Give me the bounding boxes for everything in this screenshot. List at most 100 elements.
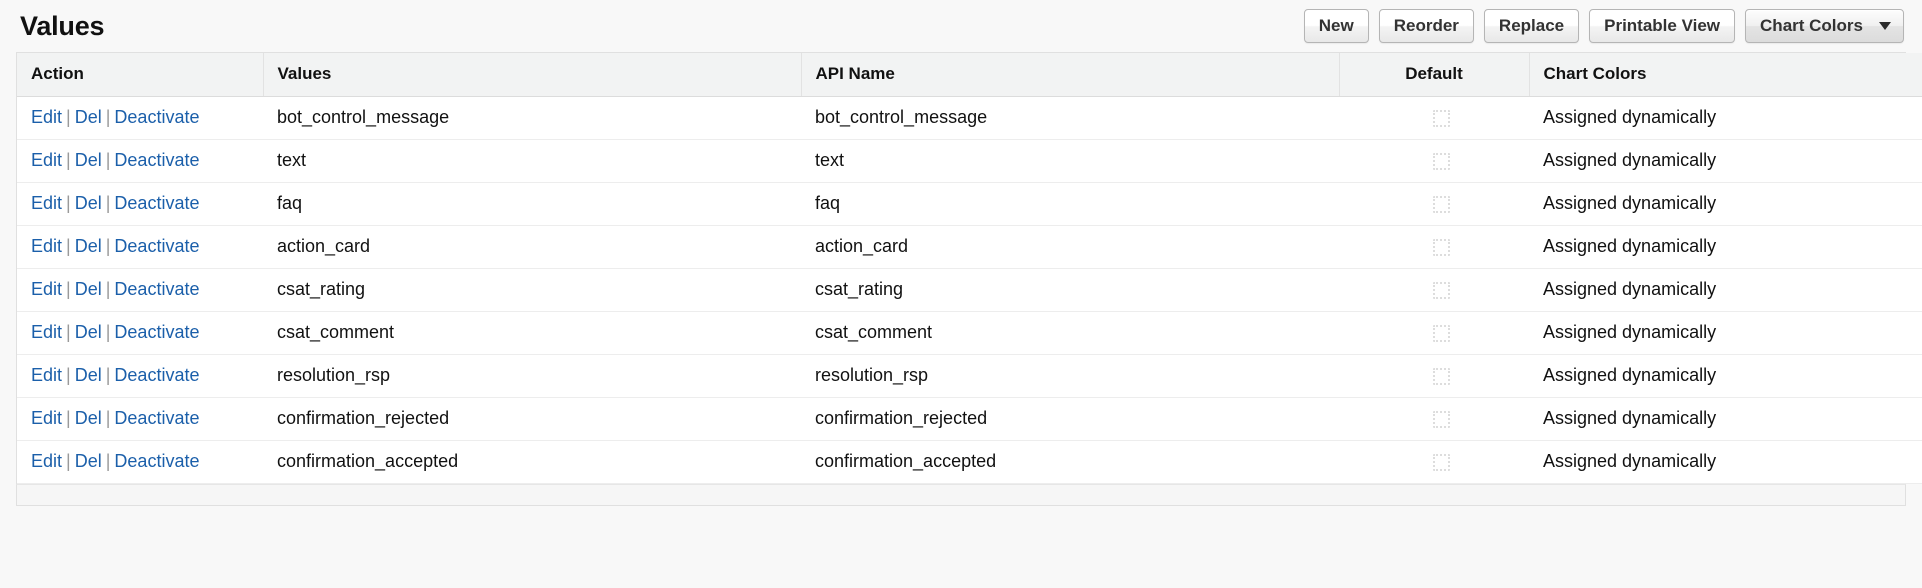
action-cell: Edit|Del|Deactivate [17,268,263,312]
default-checkbox[interactable] [1432,367,1450,385]
toolbar: New Reorder Replace Printable View Chart… [1303,9,1904,43]
chart-colors-cell: Assigned dynamically [1529,354,1922,398]
default-checkbox[interactable] [1432,238,1450,256]
column-header-default: Default [1339,53,1530,97]
default-checkbox[interactable] [1432,453,1450,471]
default-cell [1339,440,1529,484]
table-header-row: Action Values API Name Default Chart Col… [17,53,1922,97]
delete-link[interactable]: Del [74,193,102,213]
page-header: Values New Reorder Replace Printable Vie… [0,0,1922,52]
value-cell: confirmation_accepted [263,440,801,484]
column-header-api-name: API Name [801,53,1340,97]
delete-link[interactable]: Del [74,451,102,471]
edit-link[interactable]: Edit [31,365,63,385]
value-cell: csat_comment [263,311,801,355]
action-separator: | [66,279,71,299]
delete-link[interactable]: Del [74,322,102,342]
delete-link[interactable]: Del [74,279,102,299]
api-name-cell: confirmation_accepted [801,440,1339,484]
edit-link[interactable]: Edit [31,408,63,428]
default-checkbox[interactable] [1432,152,1450,170]
default-checkbox[interactable] [1432,281,1450,299]
value-cell: bot_control_message [263,96,801,140]
deactivate-link[interactable]: Deactivate [114,451,200,471]
action-separator: | [105,107,111,127]
action-separator: | [66,236,71,256]
deactivate-link[interactable]: Deactivate [114,408,200,428]
delete-link[interactable]: Del [74,365,102,385]
edit-link[interactable]: Edit [31,236,63,256]
delete-link[interactable]: Del [74,236,102,256]
edit-link[interactable]: Edit [31,193,63,213]
column-header-chart-colors: Chart Colors [1529,53,1922,97]
action-cell: Edit|Del|Deactivate [17,96,263,140]
column-header-values: Values [263,53,802,97]
default-cell [1339,225,1529,269]
default-checkbox[interactable] [1432,324,1450,342]
caret-down-icon [1879,21,1891,30]
chart-colors-dropdown-label: Chart Colors [1760,15,1863,35]
action-cell: Edit|Del|Deactivate [17,225,263,269]
value-cell: csat_rating [263,268,801,312]
column-header-action: Action [17,53,264,97]
edit-link[interactable]: Edit [31,322,63,342]
deactivate-link[interactable]: Deactivate [114,193,200,213]
new-button[interactable]: New [1303,9,1369,43]
action-separator: | [66,193,71,213]
reorder-button[interactable]: Reorder [1378,9,1474,43]
deactivate-link[interactable]: Deactivate [114,279,200,299]
deactivate-link[interactable]: Deactivate [114,322,200,342]
edit-link[interactable]: Edit [31,107,63,127]
deactivate-link[interactable]: Deactivate [114,365,200,385]
table-footer [16,484,1906,506]
default-cell [1339,96,1529,140]
action-cell: Edit|Del|Deactivate [17,139,263,183]
delete-link[interactable]: Del [74,150,102,170]
chart-colors-cell: Assigned dynamically [1529,397,1922,441]
values-table-container: Action Values API Name Default Chart Col… [16,52,1922,484]
default-checkbox[interactable] [1432,109,1450,127]
action-separator: | [66,107,71,127]
action-separator: | [105,451,111,471]
action-separator: | [66,150,71,170]
api-name-cell: action_card [801,225,1339,269]
action-separator: | [66,408,71,428]
value-cell: resolution_rsp [263,354,801,398]
edit-link[interactable]: Edit [31,150,63,170]
action-cell: Edit|Del|Deactivate [17,397,263,441]
replace-button[interactable]: Replace [1483,9,1580,43]
action-separator: | [105,408,111,428]
chart-colors-cell: Assigned dynamically [1529,182,1922,226]
printable-view-button[interactable]: Printable View [1589,9,1736,43]
action-separator: | [105,279,111,299]
action-separator: | [66,365,71,385]
edit-link[interactable]: Edit [31,279,63,299]
table-header: Action Values API Name Default Chart Col… [17,53,1922,97]
deactivate-link[interactable]: Deactivate [114,236,200,256]
default-cell [1339,311,1529,355]
delete-link[interactable]: Del [74,408,102,428]
edit-link[interactable]: Edit [31,451,63,471]
value-cell: faq [263,182,801,226]
chart-colors-dropdown-button[interactable]: Chart Colors [1745,9,1904,43]
values-table: Action Values API Name Default Chart Col… [17,53,1922,484]
action-cell: Edit|Del|Deactivate [17,311,263,355]
chart-colors-cell: Assigned dynamically [1529,225,1922,269]
deactivate-link[interactable]: Deactivate [114,150,200,170]
chart-colors-cell: Assigned dynamically [1529,440,1922,484]
default-checkbox[interactable] [1432,410,1450,428]
chart-colors-cell: Assigned dynamically [1529,268,1922,312]
api-name-cell: confirmation_rejected [801,397,1339,441]
default-checkbox[interactable] [1432,195,1450,213]
api-name-cell: faq [801,182,1339,226]
delete-link[interactable]: Del [74,107,102,127]
deactivate-link[interactable]: Deactivate [114,107,200,127]
